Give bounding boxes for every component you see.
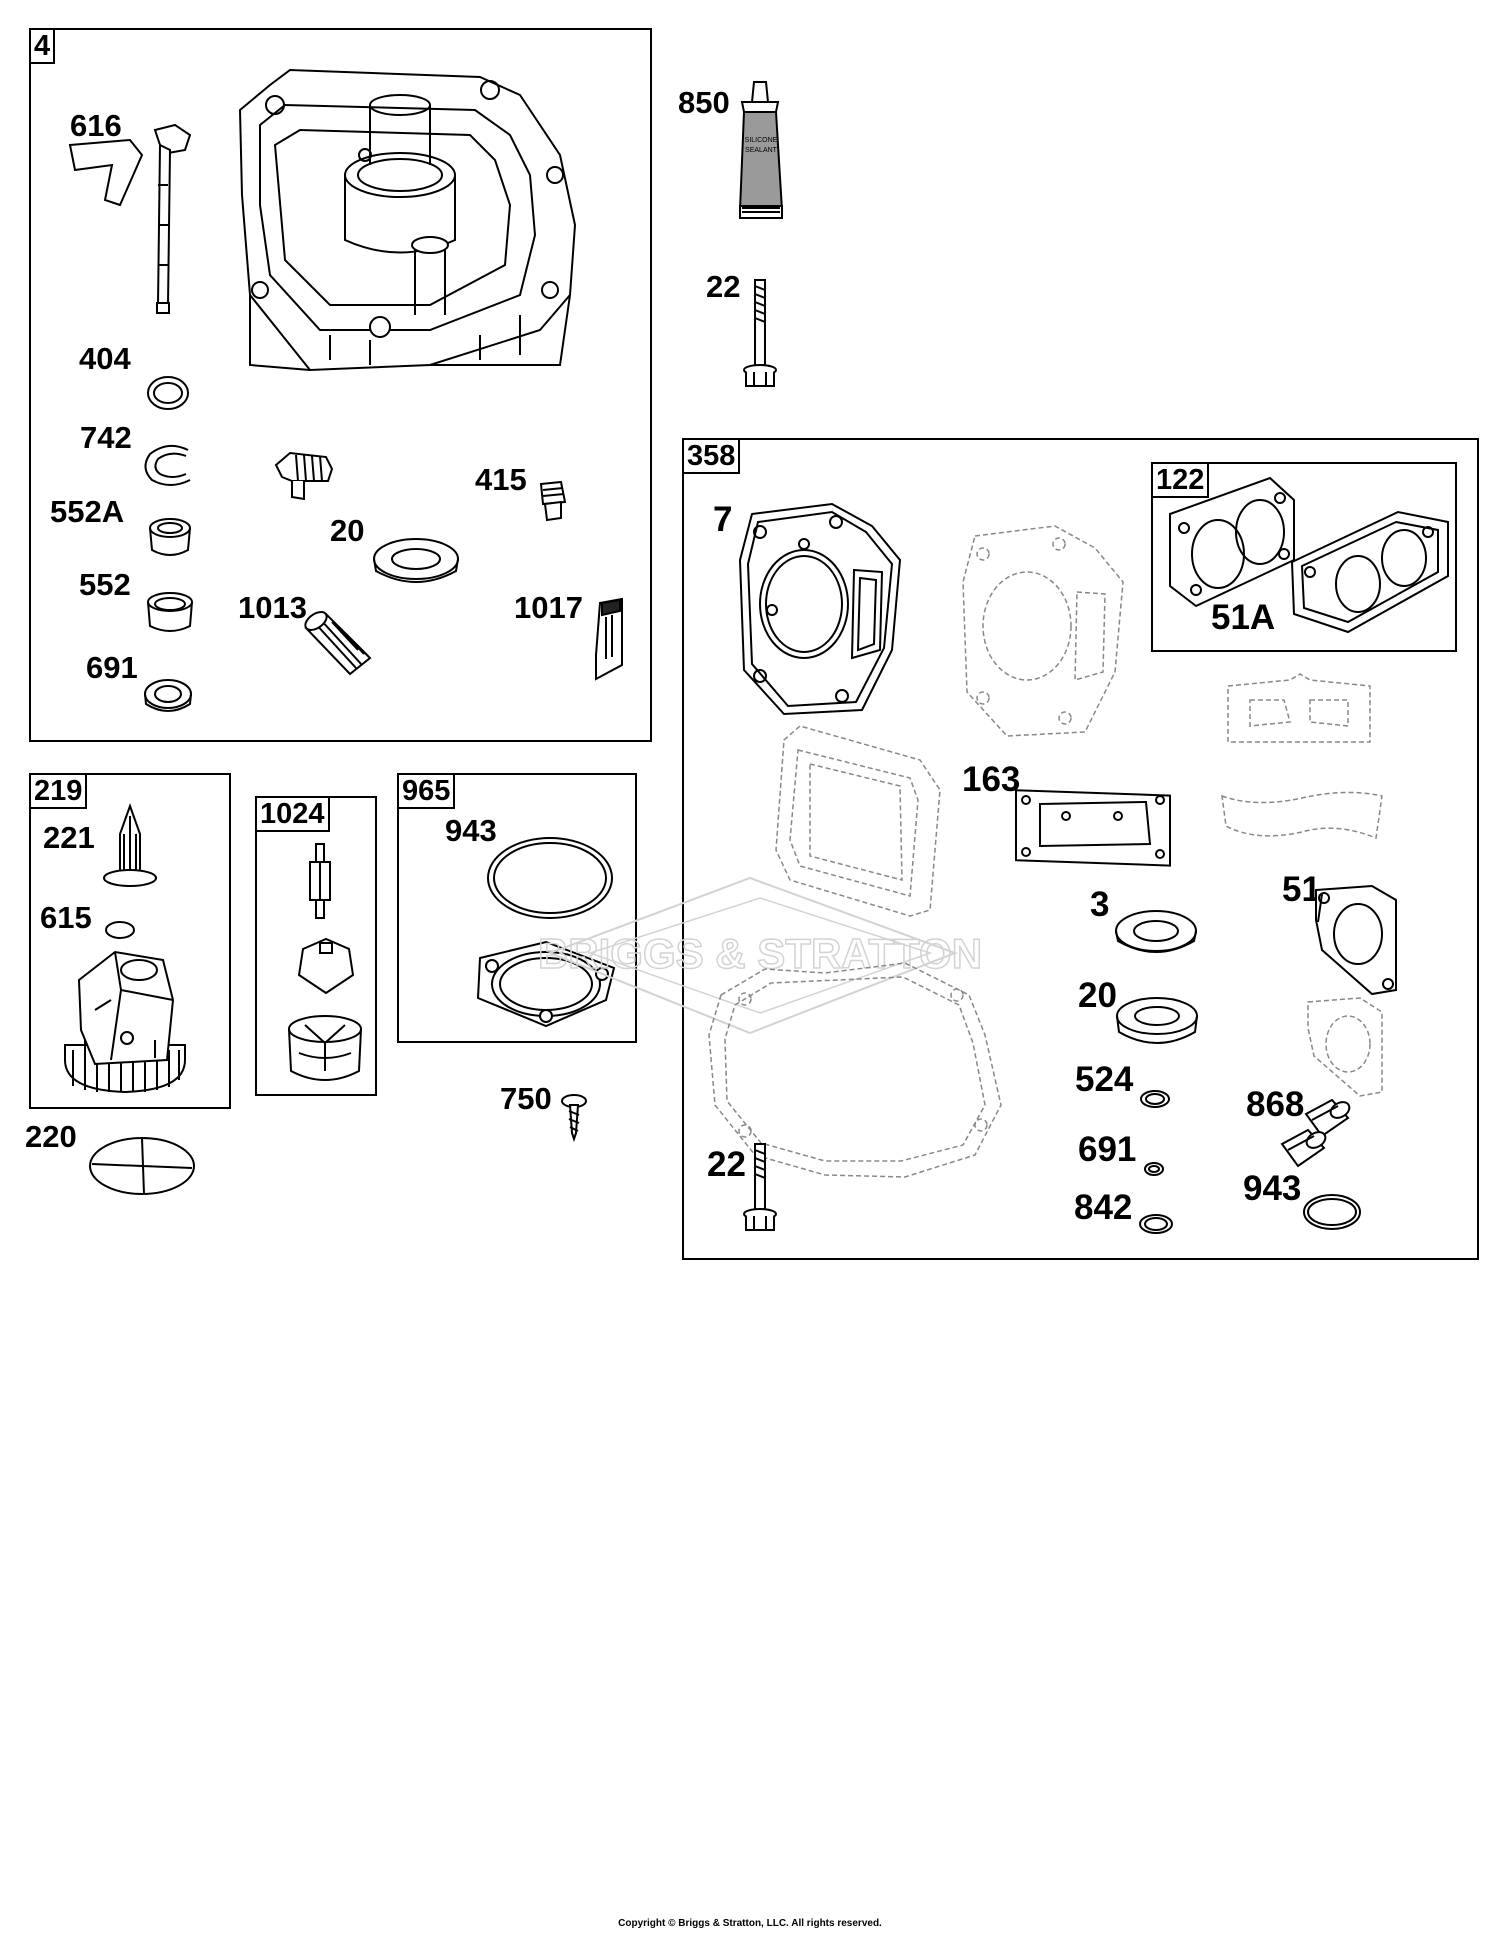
- retainer-1017-drawing[interactable]: [582, 595, 630, 683]
- group-tag-crankcase-cover: 4: [29, 28, 56, 64]
- part-label-3: 3: [1090, 885, 1110, 924]
- group-tag-governor: 219: [29, 773, 88, 809]
- governor-gear-drawing[interactable]: [55, 940, 205, 1100]
- gasket-51-ghost-drawing: [1290, 992, 1390, 1102]
- pump-rotor-drawing[interactable]: [293, 935, 359, 999]
- group-tag-gasket-set: 358: [682, 438, 741, 474]
- part-label-22-b: 22: [707, 1145, 746, 1184]
- group-tag-intake-gasket-kit: 122: [1151, 462, 1210, 498]
- valve-seal-868-b-drawing[interactable]: [1278, 1126, 1328, 1178]
- seal-20-b-drawing[interactable]: [1112, 992, 1202, 1054]
- part-label-51: 51: [1282, 870, 1321, 909]
- sealant-tube-850-drawing[interactable]: SILICONE SEALANT: [730, 82, 792, 224]
- gear-220-drawing[interactable]: [86, 1134, 198, 1198]
- part-label-943: 943: [445, 813, 497, 848]
- part-label-404: 404: [79, 341, 131, 376]
- group-box-gasket-set: [682, 438, 1479, 1260]
- bolt-22-drawing[interactable]: [740, 276, 780, 396]
- group-box-governor: [29, 773, 231, 1109]
- group-tag-filter-kit: 965: [397, 773, 456, 809]
- part-label-221: 221: [43, 820, 95, 855]
- part-label-524: 524: [1075, 1060, 1134, 1099]
- intake-gasket-ghost-b-drawing: [1216, 782, 1388, 848]
- spring-1013-drawing[interactable]: [300, 610, 376, 680]
- intake-gasket-122-drawing[interactable]: [1160, 470, 1300, 620]
- pump-shaft-drawing[interactable]: [300, 842, 340, 922]
- part-label-868: 868: [1246, 1085, 1305, 1124]
- plug-drawing[interactable]: [272, 447, 336, 503]
- seal-691-b-drawing[interactable]: [1142, 1160, 1166, 1178]
- valve-seal-868-drawing[interactable]: [1302, 1096, 1352, 1148]
- group-box-intake-gasket-kit: [1151, 462, 1457, 652]
- governor-cup-221-drawing[interactable]: [100, 804, 160, 890]
- crankcase-gasket-ghost-drawing: [705, 955, 1005, 1180]
- seal-20-drawing[interactable]: [366, 533, 462, 593]
- intake-gasket-ghost-a-drawing: [1220, 672, 1380, 752]
- intake-gasket-51A-drawing[interactable]: [1288, 502, 1458, 642]
- ring-615-drawing[interactable]: [103, 918, 137, 942]
- part-label-850: 850: [678, 85, 730, 120]
- copyright-notice: Copyright © Briggs & Stratton, LLC. All …: [618, 1918, 882, 1929]
- part-label-842: 842: [1074, 1188, 1133, 1227]
- rocker-gasket-ghost-drawing: [770, 720, 950, 920]
- o-ring-943-drawing[interactable]: [482, 832, 618, 928]
- o-ring-943-b-drawing[interactable]: [1300, 1190, 1364, 1234]
- part-label-552: 552: [79, 567, 131, 602]
- part-label-22: 22: [706, 269, 741, 304]
- seal-691-drawing[interactable]: [142, 676, 194, 720]
- head-gasket-ghost-drawing: [955, 522, 1130, 742]
- part-label-1013: 1013: [238, 590, 307, 625]
- gasket-51-drawing[interactable]: [1292, 880, 1402, 1000]
- screw-750-drawing[interactable]: [557, 1093, 591, 1141]
- head-gasket-7-drawing[interactable]: [732, 500, 907, 720]
- part-label-552A: 552A: [50, 494, 125, 529]
- ring-842-drawing[interactable]: [1136, 1211, 1176, 1237]
- ring-524-drawing[interactable]: [1138, 1087, 1172, 1111]
- filter-base-drawing[interactable]: [466, 938, 626, 1030]
- bushing-552A-drawing[interactable]: [146, 516, 194, 562]
- brand-watermark: BRIGGS & STRATTON: [537, 873, 983, 1043]
- plug-415-drawing[interactable]: [535, 478, 571, 528]
- part-label-742: 742: [80, 420, 132, 455]
- governor-shaft-drawing[interactable]: [60, 125, 210, 315]
- group-box-filter-kit: [397, 773, 637, 1043]
- seal-3-drawing[interactable]: [1112, 905, 1200, 965]
- part-label-415: 415: [475, 462, 527, 497]
- crankcase-cover-drawing[interactable]: [230, 65, 640, 385]
- part-label-616: 616: [70, 108, 122, 143]
- group-tag-oil-pump: 1024: [255, 796, 330, 832]
- pump-housing-drawing[interactable]: [285, 1013, 365, 1087]
- part-label-615: 615: [40, 900, 92, 935]
- part-label-163: 163: [962, 760, 1021, 799]
- part-label-20: 20: [330, 513, 365, 548]
- tube-label-silicone: SILICONE: [745, 137, 778, 144]
- part-label-691-b: 691: [1078, 1130, 1137, 1169]
- bolt-22-b-drawing[interactable]: [740, 1140, 780, 1236]
- part-label-750: 750: [500, 1081, 552, 1116]
- part-label-1017: 1017: [514, 590, 583, 625]
- washer-404-drawing[interactable]: [146, 375, 190, 411]
- bushing-552-drawing[interactable]: [144, 590, 196, 638]
- part-label-691: 691: [86, 650, 138, 685]
- part-label-7: 7: [713, 500, 733, 539]
- watermark-text: BRIGGS & STRATTON: [538, 930, 982, 977]
- part-label-51A: 51A: [1211, 598, 1276, 637]
- part-label-943-b: 943: [1243, 1169, 1302, 1208]
- e-ring-742-drawing[interactable]: [138, 444, 200, 488]
- part-label-20-b: 20: [1078, 976, 1117, 1015]
- tube-label-sealant: SEALANT: [745, 147, 778, 154]
- part-label-220: 220: [25, 1119, 77, 1154]
- gasket-163-drawing[interactable]: [1010, 780, 1176, 870]
- group-box-crankcase-cover: [29, 28, 652, 742]
